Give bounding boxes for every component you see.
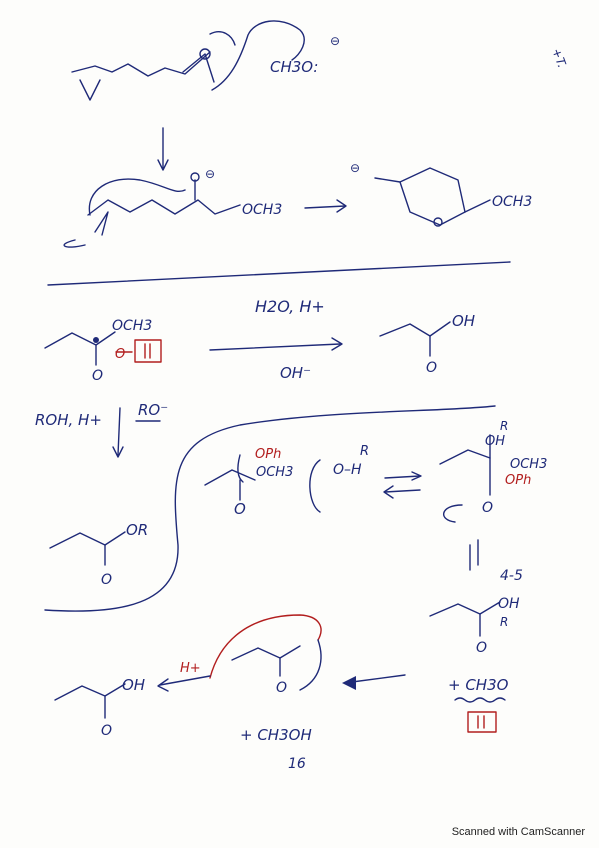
methanol-label: + CH3OH	[240, 726, 312, 744]
ro-h-r-label: R	[360, 444, 369, 459]
ester-mech-molecule	[204, 454, 321, 513]
tet-oph-label: OPh	[505, 473, 531, 488]
ester-or-o: O	[101, 572, 112, 588]
ro-minus-label: RO⁻	[138, 401, 168, 419]
acid-r-product	[429, 601, 501, 637]
acid-product	[379, 321, 451, 357]
carboxylate-molecule	[209, 614, 322, 691]
oph-o-label: O	[115, 347, 125, 362]
oh-minus-label: OH⁻	[280, 364, 311, 382]
carboxylate-o: O	[276, 680, 287, 696]
alkoxide-intermediate	[63, 172, 241, 248]
transesterification-arrow	[117, 407, 121, 456]
cyclic-ether-product	[374, 167, 491, 227]
epoxide-start-molecule	[71, 20, 305, 101]
final-acid-molecule	[54, 683, 126, 719]
note-label: 16	[288, 756, 306, 772]
final-o: O	[101, 723, 112, 739]
och3-mid-label: OCH3	[256, 465, 293, 480]
ester-och3-label: OCH3	[112, 318, 152, 334]
equilibrium-forward	[384, 475, 421, 479]
ester-or-product	[49, 531, 126, 566]
charge-symbol-2: ⊖	[205, 167, 215, 181]
och3-label: OCH3	[242, 202, 282, 218]
tet-o: O	[482, 500, 493, 516]
product-o: O	[476, 640, 487, 656]
reaction-arrow-1	[304, 205, 346, 209]
mechanism-boundary	[44, 405, 496, 612]
ester-start-molecule	[44, 331, 162, 366]
oph-label: OPh	[255, 447, 281, 462]
divider-1	[47, 261, 511, 286]
tet-och3-label: OCH3	[510, 457, 547, 472]
h-plus-label: H+	[180, 661, 201, 676]
scanner-footer: Scanned with CamScanner	[451, 826, 585, 838]
roh-hplus-label: ROH, H+	[35, 411, 102, 429]
step-label: 4-5	[500, 568, 523, 584]
filled-arrow	[351, 674, 406, 683]
ester-or-label: OR	[126, 521, 148, 539]
charge-symbol-3: ⊖	[350, 161, 360, 175]
plus-methoxide-label: + CH3O	[448, 676, 509, 694]
ester-o: O	[92, 368, 103, 384]
methoxide-label: CH3O:	[270, 58, 318, 76]
tet-oh-label: OH	[485, 434, 505, 449]
acid-o: O	[426, 360, 437, 376]
tet-r-label: R	[500, 419, 508, 433]
final-oh-label: OH	[122, 676, 145, 694]
equilibrium-back	[384, 489, 421, 493]
product-r-label: R	[500, 615, 508, 629]
charge-symbol: ⊖	[330, 34, 340, 48]
hydrolysis-arrow	[209, 343, 341, 351]
acid-oh-label: OH	[452, 312, 475, 330]
tetrahedral-intermediate	[439, 434, 491, 523]
mech-o: O	[234, 500, 246, 518]
protonation-arrow	[159, 675, 211, 686]
och3-product-label: OCH3	[492, 194, 532, 210]
product-oh-label: OH	[498, 596, 520, 612]
h2o-hplus-label: H2O, H+	[255, 297, 325, 316]
oh-h-label: O–H	[333, 462, 362, 478]
corner-mark: +T.	[549, 46, 569, 69]
